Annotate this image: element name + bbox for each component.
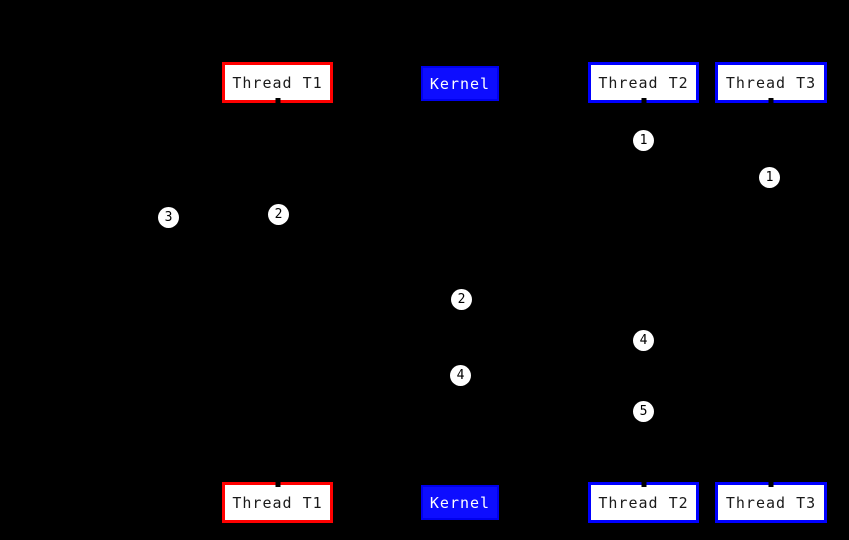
thread-t1-box-top: Thread T1 (222, 62, 333, 106)
lifeline-stub (641, 98, 646, 106)
thread-t1-label-bottom: Thread T1 (232, 493, 323, 512)
step-marker-3-left: 3 (158, 207, 179, 228)
thread-t1-label-top: Thread T1 (232, 73, 323, 92)
step-marker-1-thread-t3: 1 (759, 167, 780, 188)
lifeline-stub (275, 98, 280, 106)
thread-t3-box-top: Thread T3 (715, 62, 827, 106)
step-marker-4-thread-t2: 4 (633, 330, 654, 351)
step-marker-2-kernel: 2 (451, 289, 472, 310)
thread-t3-label-top: Thread T3 (725, 73, 817, 92)
lifeline-stub (768, 479, 774, 487)
step-marker-2-thread-t1: 2 (268, 204, 289, 225)
step-marker-5-thread-t2: 5 (633, 401, 654, 422)
kernel-box-bottom: Kernel (421, 485, 499, 520)
step-marker-4-kernel: 4 (450, 365, 471, 386)
thread-t2-box-bottom: Thread T2 (588, 479, 699, 523)
thread-t2-label-bottom: Thread T2 (598, 493, 689, 512)
lifeline-stub (768, 98, 774, 106)
thread-t3-box-bottom: Thread T3 (715, 479, 827, 523)
lifeline-stub (641, 479, 646, 487)
thread-t3-label-bottom: Thread T3 (725, 493, 817, 512)
kernel-label-bottom: Kernel (429, 493, 491, 512)
kernel-box-top: Kernel (421, 66, 499, 101)
step-marker-1-thread-t2: 1 (633, 130, 654, 151)
thread-t2-box-top: Thread T2 (588, 62, 699, 106)
kernel-label-top: Kernel (429, 74, 491, 93)
thread-t2-label-top: Thread T2 (598, 73, 689, 92)
thread-t1-box-bottom: Thread T1 (222, 479, 333, 523)
lifeline-stub (275, 479, 280, 487)
